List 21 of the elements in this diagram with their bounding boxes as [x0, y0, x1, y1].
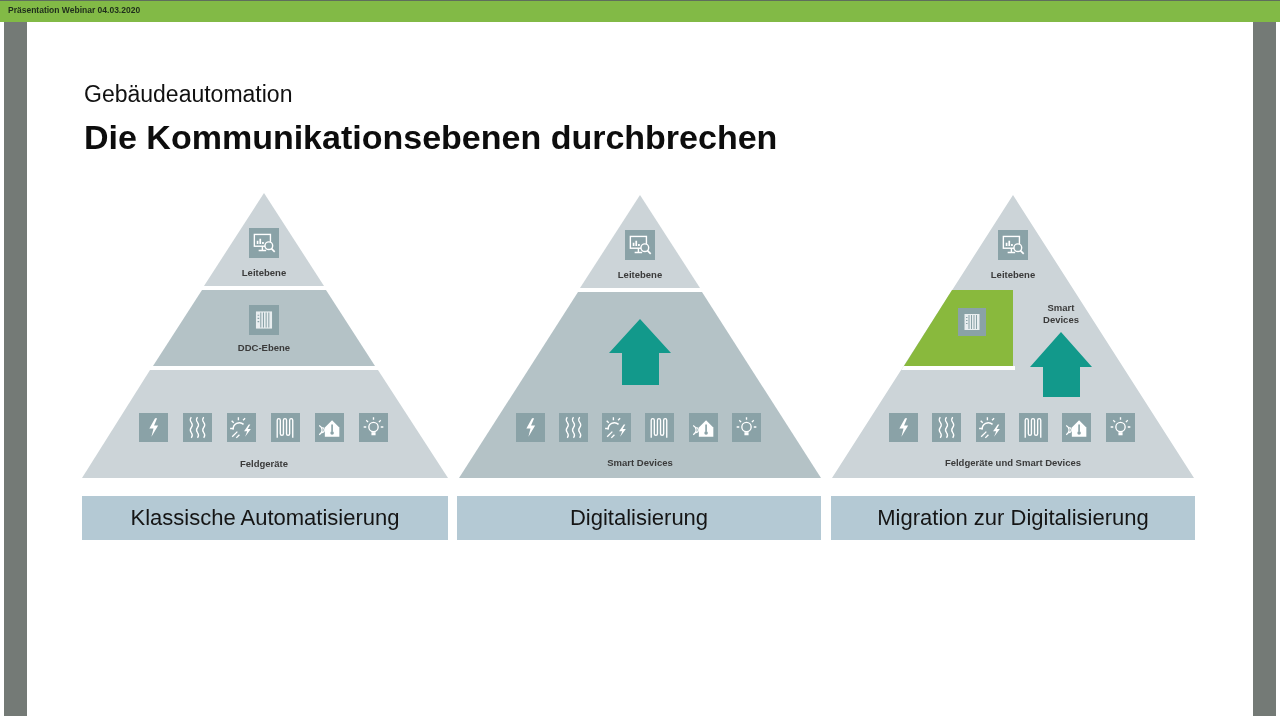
pyramid-level	[204, 193, 324, 286]
category-banner: Klassische Automatisierung	[82, 496, 448, 540]
pyramid-level	[459, 292, 821, 478]
category-banner: Digitalisierung	[457, 496, 821, 540]
level-label: Feldgeräte und Smart Devices	[944, 457, 1082, 469]
level-label: Leitebene	[617, 269, 663, 281]
header-text: Präsentation Webinar 04.03.2020	[8, 6, 141, 16]
pyramid	[832, 195, 1194, 478]
level-label: Smart Devices	[607, 457, 673, 469]
pyramid-level	[82, 370, 448, 478]
level-label: Smart Devices	[1043, 302, 1079, 326]
level-label: Feldgeräte	[240, 458, 288, 470]
level-label: DDC-Ebene	[237, 342, 291, 354]
highlighted-level	[904, 290, 1013, 366]
slide-subtitle: Gebäudeautomation	[84, 81, 293, 108]
pyramid-level	[153, 290, 375, 366]
pyramid-level	[580, 195, 700, 288]
category-banner: Migration zur Digitalisierung	[831, 496, 1195, 540]
level-label: Leitebene	[241, 267, 287, 279]
slide-title: Die Kommunikationsebenen durchbrechen	[84, 118, 778, 158]
level-label: Leitebene	[990, 269, 1036, 281]
